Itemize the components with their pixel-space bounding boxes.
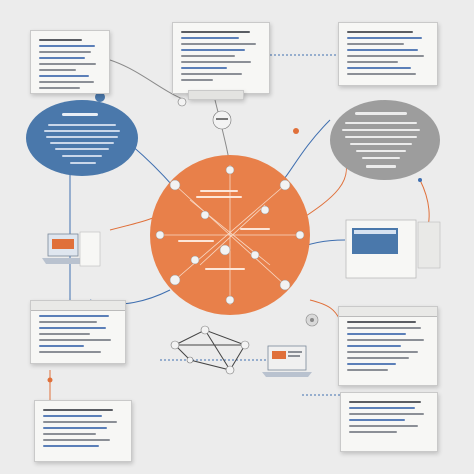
- monitor-icon: [345, 219, 441, 279]
- small-marker-icons: [47, 128, 422, 383]
- card-top-left: [30, 30, 110, 94]
- connector-topleft-center: [109, 59, 186, 101]
- card-top-right: [338, 22, 438, 86]
- bottom-network-cluster: [170, 325, 250, 375]
- network-bottom-links: [174, 329, 246, 371]
- laptop-icon-bottom: [262, 345, 312, 377]
- card-bottom-right-main: [338, 306, 438, 386]
- card-top-center: [172, 22, 270, 94]
- top-center-node: [177, 97, 232, 130]
- left-blue-node: [26, 92, 138, 176]
- card-mid-left-header: [31, 301, 125, 311]
- card-mid-left: [30, 300, 126, 364]
- card-top-center-bar: [188, 90, 244, 100]
- card-bottom-left: [34, 400, 132, 462]
- gear-icon: [305, 313, 319, 327]
- card-bottom-right-main-header: [339, 307, 437, 317]
- laptop-icon: [42, 231, 101, 267]
- network-bottom-cross-2: [204, 329, 231, 371]
- hub-node: [150, 155, 310, 315]
- right-gray-node: [330, 100, 440, 180]
- card-bottom-right: [340, 392, 438, 452]
